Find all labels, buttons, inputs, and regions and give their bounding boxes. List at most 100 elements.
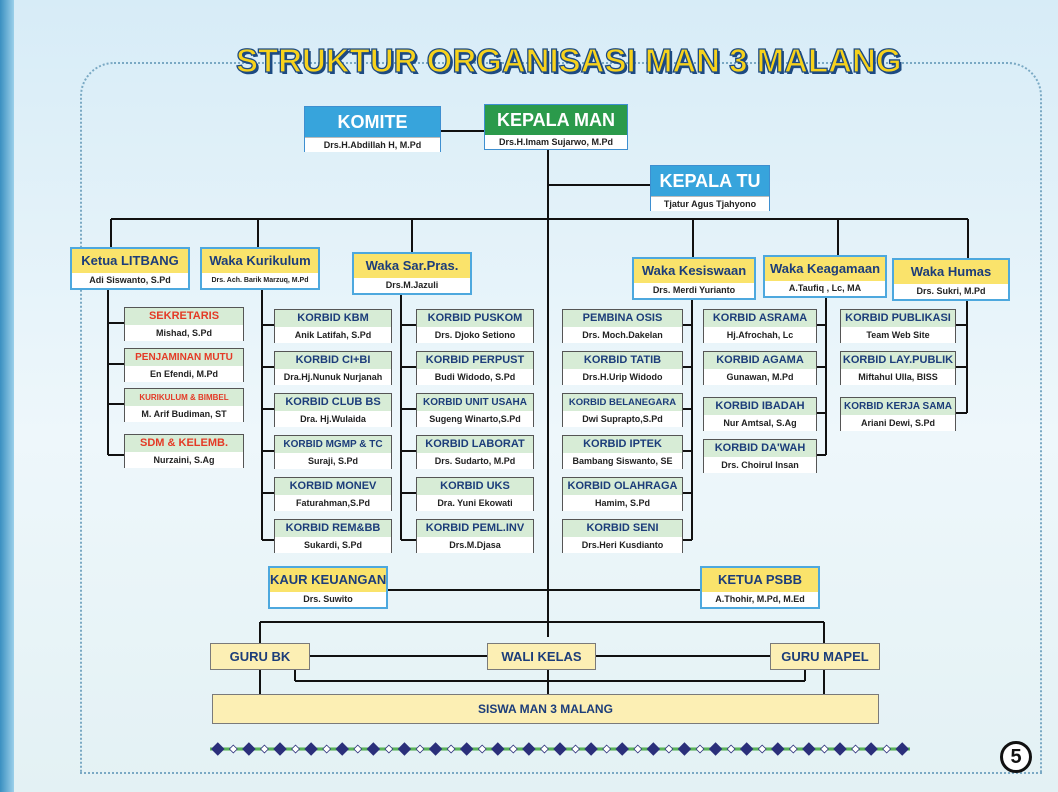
keagamaan-sub-title: KORBID ASRAMA: [704, 310, 816, 327]
kesiswaan-sub-title: KORBID TATIB: [563, 352, 682, 369]
diamond-ornament: [882, 744, 892, 754]
ketua-psbb-box: KETUA PSBB A.Thohir, M.Pd, M.Ed: [700, 566, 820, 609]
diamond-ornament: [260, 744, 269, 754]
keagamaan-sub-name: Hj.Afrochah, Lc: [704, 327, 816, 343]
kesiswaan-sub-box: KORBID IPTEK Bambang Siswanto, SE: [562, 435, 683, 469]
kurikulum-sub-name: Faturahman,S.Pd: [275, 495, 391, 511]
litbang-sub-title: SEKRETARIS: [125, 308, 243, 325]
diamond-ornament: [584, 742, 598, 756]
sarpras-sub-name: Sugeng Winarto,S.Pd: [417, 411, 533, 427]
waka-keagamaan-name: A.Taufiq , Lc, MA: [765, 281, 885, 296]
kesiswaan-sub-title: KORBID BELANEGARA: [563, 394, 682, 411]
waka-keagamaan-title: Waka Keagamaan: [765, 257, 885, 281]
diamond-ornament: [366, 742, 381, 756]
waka-keagamaan-box: Waka Keagamaan A.Taufiq , Lc, MA: [763, 255, 887, 298]
diamond-ornament: [477, 744, 487, 754]
kurikulum-sub-name: Dra.Hj.Nunuk Nurjanah: [275, 369, 391, 385]
kaur-keuangan-title: KAUR KEUANGAN: [270, 568, 386, 592]
sarpras-sub-title: KORBID UKS: [417, 478, 533, 495]
diamond-ornament: [228, 744, 238, 754]
kaur-keuangan-name: Drs. Suwito: [270, 592, 386, 607]
kesiswaan-sub-name: Drs.Heri Kusdianto: [563, 537, 682, 553]
keagamaan-sub-box: KORBID DA'WAH Drs. Choirul Insan: [703, 439, 817, 473]
waka-kurikulum-name: Drs. Ach. Barik Marzuq, M.Pd: [202, 273, 318, 288]
diamond-ornament: [322, 744, 332, 754]
diamond-ornament: [726, 744, 736, 754]
keagamaan-sub-name: Nur Amtsal, S.Ag: [704, 415, 816, 431]
litbang-sub-title: SDM & KELEMB.: [125, 435, 243, 452]
kesiswaan-sub-name: Dwi Suprapto,S.Pd: [563, 411, 682, 427]
siswa-box: SISWA MAN 3 MALANG: [212, 694, 879, 724]
waka-kurikulum-box: Waka Kurikulum Drs. Ach. Barik Marzuq, M…: [200, 247, 320, 290]
kurikulum-sub-name: Dra. Hj.Wulaida: [275, 411, 391, 427]
diamond-ornament: [864, 742, 878, 756]
diamond-ornament: [802, 742, 816, 756]
sarpras-sub-name: Drs.M.Djasa: [417, 537, 533, 553]
decorative-border: [210, 742, 910, 756]
diamond-ornament: [211, 742, 225, 756]
diamond-ornament: [615, 742, 629, 756]
diamond-ornament: [335, 742, 349, 756]
sarpras-sub-box: KORBID LABORAT Drs. Sudarto, M.Pd: [416, 435, 534, 469]
kurikulum-sub-box: KORBID MONEV Faturahman,S.Pd: [274, 477, 392, 511]
komite-box: KOMITE Drs.H.Abdillah H, M.Pd: [304, 106, 441, 152]
sarpras-sub-name: Dra. Yuni Ekowati: [417, 495, 533, 511]
komite-name: Drs.H.Abdillah H, M.Pd: [305, 137, 440, 152]
diamond-ornament: [757, 744, 767, 754]
ketua-psbb-name: A.Thohir, M.Pd, M.Ed: [702, 592, 818, 607]
komite-title: KOMITE: [305, 107, 440, 137]
kesiswaan-sub-box: KORBID BELANEGARA Dwi Suprapto,S.Pd: [562, 393, 683, 427]
diamond-ornament: [384, 744, 394, 754]
diamond-ornament: [708, 742, 723, 756]
kepala-man-box: KEPALA MAN Drs.H.Imam Sujarwo, M.Pd: [484, 104, 628, 150]
litbang-sub-name: Nurzaini, S.Ag: [125, 452, 243, 468]
diamond-ornament: [646, 742, 661, 756]
kurikulum-sub-title: KORBID KBM: [275, 310, 391, 327]
kepala-tu-name: Tjatur Agus Tjahyono: [651, 196, 769, 211]
left-edge-bar: [0, 0, 14, 792]
humas-sub-title: KORBID PUBLIKASI: [841, 310, 955, 327]
sarpras-sub-name: Budi Widodo, S.Pd: [417, 369, 533, 385]
diamond-ornament: [540, 744, 549, 754]
kepala-man-title: KEPALA MAN: [485, 105, 627, 135]
waka-sarpras-box: Waka Sar.Pras. Drs.M.Jazuli: [352, 252, 472, 295]
diamond-ornament: [553, 742, 567, 756]
kurikulum-sub-name: Anik Latifah, S.Pd: [275, 327, 391, 343]
humas-sub-name: Team Web Site: [841, 327, 955, 343]
kurikulum-sub-title: KORBID REM&BB: [275, 520, 391, 537]
litbang-sub-title: PENJAMINAN MUTU: [125, 349, 243, 366]
litbang-sub-title: KURIKULUM & BIMBEL: [125, 389, 243, 406]
kesiswaan-sub-box: KORBID SENI Drs.Heri Kusdianto: [562, 519, 683, 553]
sarpras-sub-name: Drs. Djoko Setiono: [417, 327, 533, 343]
litbang-sub-box: KURIKULUM & BIMBEL M. Arif Budiman, ST: [124, 388, 244, 422]
kurikulum-sub-box: KORBID CLUB BS Dra. Hj.Wulaida: [274, 393, 392, 427]
kesiswaan-sub-name: Hamim, S.Pd: [563, 495, 682, 511]
diamond-ornament: [291, 744, 300, 754]
litbang-sub-name: Mishad, S.Pd: [125, 325, 243, 341]
waka-sarpras-title: Waka Sar.Pras.: [354, 254, 470, 278]
waka-litbang-title: Ketua LITBANG: [72, 249, 188, 273]
diamond-ornament: [633, 744, 643, 754]
kurikulum-sub-box: KORBID REM&BB Sukardi, S.Pd: [274, 519, 392, 553]
diamond-ornament: [459, 742, 474, 756]
waka-litbang-name: Adi Siswanto, S.Pd: [72, 273, 188, 288]
waka-litbang-box: Ketua LITBANG Adi Siswanto, S.Pd: [70, 247, 190, 290]
kepala-tu-title: KEPALA TU: [651, 166, 769, 196]
keagamaan-sub-title: KORBID IBADAH: [704, 398, 816, 415]
humas-sub-name: Miftahul Ulla, BISS: [841, 369, 955, 385]
waka-kesiswaan-title: Waka Kesiswaan: [634, 259, 754, 283]
humas-sub-box: KORBID PUBLIKASI Team Web Site: [840, 309, 956, 343]
kesiswaan-sub-title: KORBID SENI: [563, 520, 682, 537]
sarpras-sub-title: KORBID PERPUST: [417, 352, 533, 369]
diamond-ornament: [664, 744, 674, 754]
diamond-ornament: [353, 744, 363, 754]
kurikulum-sub-title: KORBID MONEV: [275, 478, 391, 495]
sarpras-sub-box: KORBID PUSKOM Drs. Djoko Setiono: [416, 309, 534, 343]
guru-mapel-box: GURU MAPEL: [770, 643, 880, 670]
keagamaan-sub-box: KORBID IBADAH Nur Amtsal, S.Ag: [703, 397, 817, 431]
humas-sub-box: KORBID KERJA SAMA Ariani Dewi, S.Pd: [840, 397, 956, 431]
keagamaan-sub-title: KORBID AGAMA: [704, 352, 816, 369]
kepala-tu-box: KEPALA TU Tjatur Agus Tjahyono: [650, 165, 770, 211]
diamond-ornament: [415, 744, 425, 754]
